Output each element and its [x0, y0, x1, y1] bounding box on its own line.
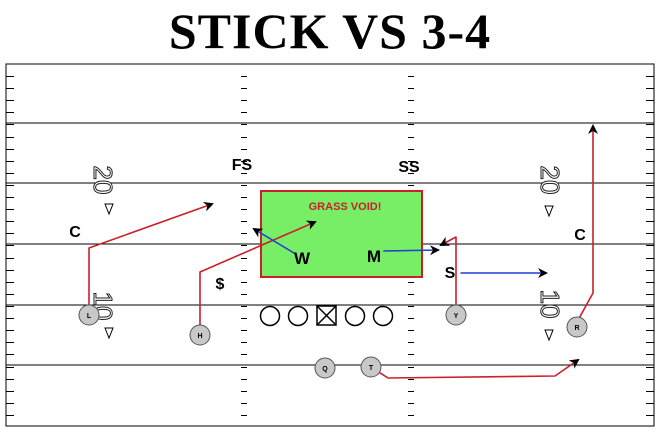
w-drop	[252, 227, 295, 254]
player-l: L	[78, 304, 100, 326]
player-r: R	[566, 316, 588, 338]
svg-text:T: T	[369, 365, 374, 372]
l-route	[88, 201, 214, 312]
player-h: H	[189, 324, 211, 346]
right-guard	[344, 305, 366, 327]
y-route	[439, 236, 457, 309]
player-y: Y	[445, 304, 467, 326]
yard-number-right-upper: 20	[535, 165, 566, 218]
corner-right: C	[574, 227, 586, 244]
player-q: Q	[314, 357, 336, 379]
svg-text:H: H	[197, 333, 202, 340]
player-t: T	[360, 356, 382, 378]
free-safety: FS	[232, 157, 253, 174]
svg-text:20: 20	[535, 166, 565, 195]
right-tackle	[372, 305, 394, 327]
will-linebacker: W	[294, 249, 311, 268]
mike-linebacker: M	[367, 247, 381, 266]
t-route	[373, 358, 580, 379]
svg-text:R: R	[574, 325, 579, 332]
yard-number-right-lower: 10	[535, 289, 566, 342]
left-guard	[287, 305, 309, 327]
svg-text:10: 10	[535, 290, 565, 319]
page-title: STICK VS 3-4	[168, 3, 492, 59]
h-route	[199, 220, 317, 331]
sam-linebacker: S	[445, 265, 456, 282]
strong-safety: SS	[398, 159, 420, 176]
hash-marks	[6, 76, 654, 416]
svg-text:20: 20	[88, 166, 118, 195]
corner-left: C	[69, 224, 81, 241]
svg-text:Q: Q	[322, 366, 328, 373]
grass-void-label: GRASS VOID!	[309, 201, 382, 213]
r-route	[576, 124, 598, 323]
left-tackle	[259, 305, 281, 327]
dollar-defender: $	[216, 276, 225, 293]
svg-text:L: L	[87, 313, 92, 320]
m-drop	[383, 245, 440, 256]
svg-text:Y: Y	[454, 313, 459, 320]
yard-number-left-upper: 20	[88, 165, 119, 216]
offensive-line	[259, 305, 394, 327]
